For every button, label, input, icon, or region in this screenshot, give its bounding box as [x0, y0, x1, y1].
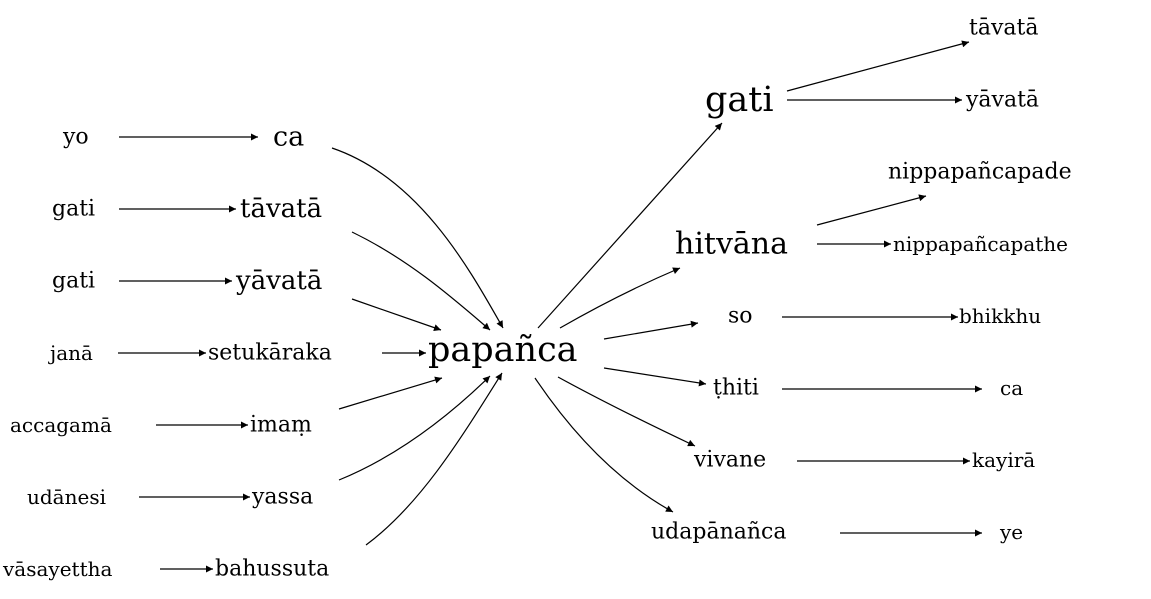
- edge-yassa-to-papanca: [338, 375, 491, 481]
- node-kayira: kayirā: [972, 448, 1035, 472]
- node-nippapancapathe: nippapañcapathe: [893, 232, 1068, 256]
- edge-hitvana-to-nippapancapade: [816, 194, 927, 226]
- node-yo: yo: [62, 125, 89, 150]
- edge-papanca-to-udapananca: [534, 377, 674, 513]
- node-yavata_l: yāvatā: [235, 266, 322, 296]
- node-papanca: papañca: [428, 330, 578, 370]
- node-ye: ye: [999, 520, 1023, 544]
- node-setukaraka: setukāraka: [208, 341, 332, 366]
- node-imam: imaṃ: [250, 413, 312, 438]
- node-udapananca: udapānañca: [651, 520, 786, 545]
- edge-papanca-to-hitvana: [559, 267, 681, 329]
- node-bhikkhu: bhikkhu: [959, 304, 1041, 328]
- edge-papanca-to-vivane: [557, 376, 696, 447]
- node-ca_r: ca: [1000, 376, 1023, 400]
- node-gati_r: gati: [705, 80, 774, 120]
- edge-papanca-to-so: [603, 320, 699, 340]
- node-yassa: yassa: [251, 485, 313, 510]
- node-thiti: ṭhiti: [713, 376, 759, 401]
- node-udanesi: udānesi: [27, 485, 106, 509]
- edge-tavata_l-to-papanca: [351, 231, 491, 331]
- node-jana: janā: [48, 341, 93, 365]
- node-ca_l: ca: [273, 122, 304, 153]
- edge-yavata_l-to-papanca: [351, 298, 442, 332]
- node-accagama: accagamā: [10, 413, 112, 437]
- node-yavata_r: yāvatā: [965, 88, 1039, 113]
- edge-papanca-to-thiti: [603, 367, 707, 387]
- edge-layer: [118, 40, 982, 573]
- node-layer: yo ca gati tāvatā gati yāvatā janā setukāraka ac…: [2, 16, 1072, 582]
- node-bahussuta: bahussuta: [215, 557, 329, 582]
- edge-gati_r-to-tavata_r: [786, 40, 970, 92]
- node-gati_l2: gati: [52, 269, 95, 294]
- edge-bahussuta-to-papanca: [365, 372, 503, 546]
- node-tavata_l: tāvatā: [240, 194, 322, 224]
- edge-imam-to-papanca: [338, 376, 443, 410]
- edge-ca_l-to-papanca: [331, 147, 504, 329]
- node-so: so: [728, 304, 753, 329]
- node-tavata_r: tāvatā: [969, 16, 1038, 41]
- node-vasayettha: vāsayettha: [2, 557, 113, 581]
- node-hitvana: hitvāna: [675, 227, 788, 262]
- node-nippapancapade: nippapañcapade: [888, 160, 1072, 185]
- node-gati_l1: gati: [52, 197, 95, 222]
- edge-papanca-to-gati_r: [537, 122, 723, 329]
- node-vivane: vivane: [693, 448, 766, 473]
